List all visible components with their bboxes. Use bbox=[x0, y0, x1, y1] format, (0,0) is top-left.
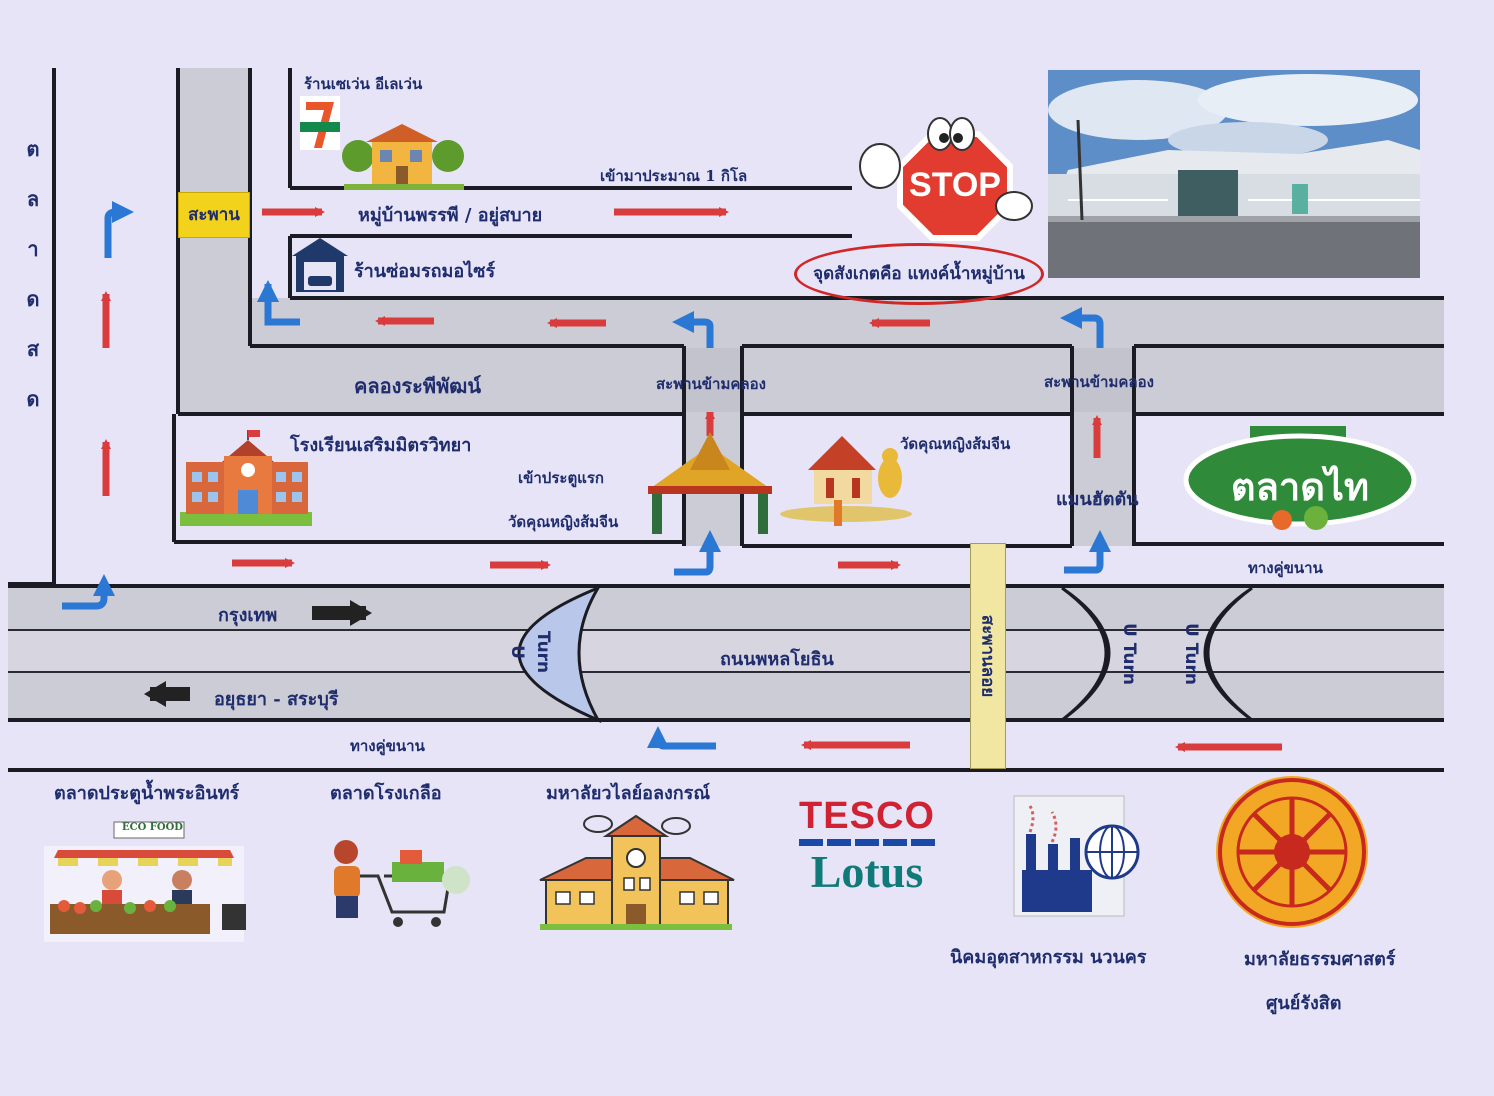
to-ayutthaya-label: อยุธยา - สระบุรี bbox=[214, 689, 339, 710]
uturn-label-2: U Turn bbox=[1119, 622, 1140, 686]
market-1-label: ตลาดประตูน้ำพระอินทร์ bbox=[54, 783, 240, 804]
vertical-char: ด bbox=[26, 387, 40, 411]
university-1-icon bbox=[539, 814, 735, 930]
thai-market-sign: ตลาดไท bbox=[1186, 430, 1414, 530]
red-arrows bbox=[101, 207, 1282, 752]
temple-gate-icon bbox=[648, 432, 772, 534]
market-2-icon bbox=[334, 840, 470, 927]
canal-label: คลองระพีพัฒน์ bbox=[354, 374, 482, 398]
black-arrows bbox=[144, 600, 372, 707]
stop-text: STOP bbox=[909, 166, 1001, 204]
canal-bridge-label-1: สะพานข้ามคลอง bbox=[656, 375, 766, 393]
school-icon bbox=[180, 430, 312, 526]
market-1-sign: ECO FOOD bbox=[122, 822, 183, 833]
vertical-char: ด bbox=[26, 287, 40, 311]
thai-market-logo bbox=[1183, 426, 1417, 530]
seven-eleven-label: ร้านเซเว่น อีเลเว่น bbox=[304, 75, 423, 93]
uturn-label-1b: Turn bbox=[533, 630, 554, 674]
frontage-road-top-label: ทางคู่ขนาน bbox=[1248, 559, 1323, 577]
tesco-text: TESCO bbox=[799, 795, 935, 837]
stop-sign-mascot: STOP bbox=[859, 117, 1033, 241]
university-2-label-1: มหาลัยธรรมศาสตร์ bbox=[1244, 949, 1396, 970]
uturn-label-3: U Turn bbox=[1181, 622, 1202, 686]
temple-label: วัดคุณหญิงส้มจีน bbox=[900, 435, 1011, 453]
frontage-road-bottom-label: ทางคู่ขนาน bbox=[350, 737, 425, 755]
house-icon bbox=[342, 124, 464, 190]
garage-icon bbox=[292, 238, 348, 292]
thai-market-label: ตลาดไท bbox=[1230, 464, 1370, 509]
seven-eleven-logo bbox=[300, 96, 340, 150]
tesco-stripes bbox=[792, 839, 942, 846]
university-1-label: มหาลัยวไลย์อลงกรณ์ bbox=[546, 783, 711, 804]
lane-dividers bbox=[8, 629, 1444, 673]
road-lines bbox=[8, 68, 1444, 772]
uturn-label-1a: U bbox=[506, 645, 527, 659]
bridge-label-box: สะพาน bbox=[178, 192, 250, 238]
vertical-char: า bbox=[27, 237, 39, 261]
industrial-estate-label: นิคมอุตสาหกรรม นวนคร bbox=[950, 947, 1147, 968]
landmark-oval: จุดสังเกตคือ แทงค์น้ำหมู่บ้าน bbox=[794, 243, 1044, 305]
left-column-vertical-label: ต ล า ด ส ด bbox=[22, 124, 44, 424]
canal-bridges bbox=[686, 348, 1132, 412]
university-2-label-2: ศูนย์รังสิต bbox=[1266, 993, 1342, 1014]
main-road-label: ถนนพหลโยธิน bbox=[720, 649, 834, 670]
distance-label: เข้ามาประมาณ 1 กิโล bbox=[600, 167, 748, 185]
vertical-char: ส bbox=[26, 337, 40, 361]
blue-arrows bbox=[62, 201, 1111, 750]
destination-photo bbox=[1048, 70, 1420, 278]
manhattan-label: แมนฮัตตัน bbox=[1056, 489, 1139, 510]
temple-icon bbox=[780, 436, 912, 526]
u-turn-shapes bbox=[517, 584, 1253, 724]
to-bangkok-label: กรุงเทพ bbox=[218, 605, 278, 626]
first-gate-label-2: วัดคุณหญิงส้มจีน bbox=[508, 513, 619, 531]
pedestrian-bridge: สะพานลอย bbox=[970, 543, 1006, 769]
thammasat-seal bbox=[1216, 776, 1368, 928]
market-2-label: ตลาดโรงเกลือ bbox=[330, 783, 442, 804]
vertical-char: ต bbox=[26, 137, 40, 161]
tesco-lotus-logo: TESCO Lotus bbox=[792, 796, 942, 895]
school-label: โรงเรียนเสริมมิตรวิทยา bbox=[290, 435, 472, 456]
canal-bridge-label-2: สะพานข้ามคลอง bbox=[1044, 373, 1154, 391]
industrial-estate-icon bbox=[1013, 795, 1140, 917]
pedestrian-bridge-label: สะพานลอย bbox=[977, 614, 998, 698]
vertical-char: ล bbox=[26, 187, 40, 211]
motorbike-shop-label: ร้านซ่อมรถมอไซร์ bbox=[354, 261, 496, 282]
first-gate-label-1: เข้าประตูแรก bbox=[518, 469, 604, 487]
village-label: หมู่บ้านพรรพี / อยู่สบาย bbox=[358, 205, 543, 226]
landmark-label: จุดสังเกตคือ แทงค์น้ำหมู่บ้าน bbox=[813, 264, 1025, 284]
lotus-text: Lotus bbox=[810, 846, 924, 897]
market-1-icon bbox=[44, 821, 246, 942]
